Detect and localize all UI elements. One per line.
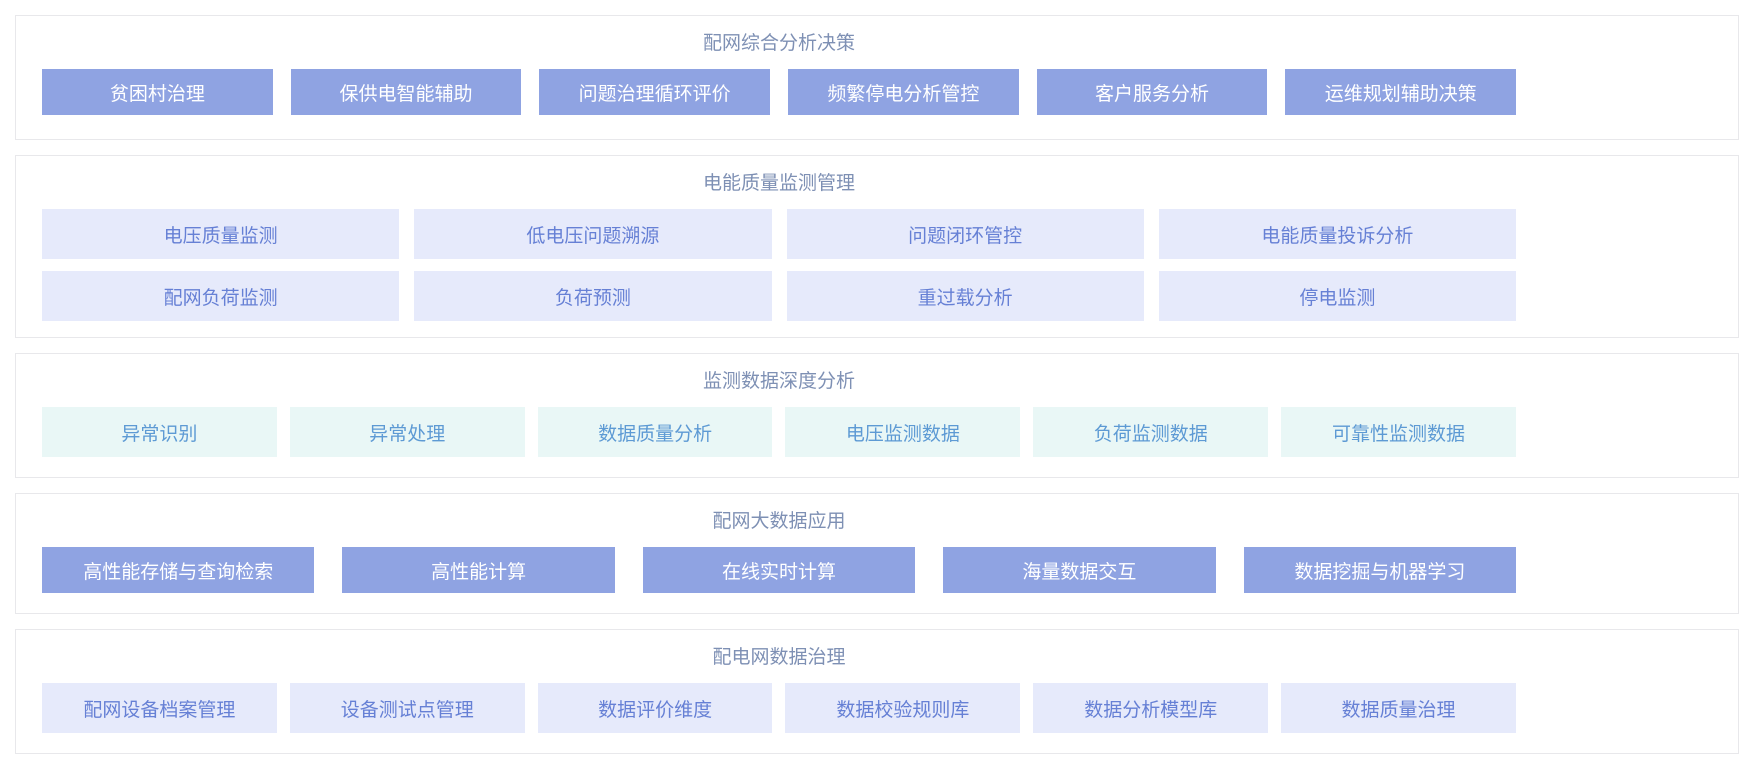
section-title: 配网大数据应用 [712,511,846,532]
module-button[interactable]: 运维规划辅助决策 [1285,69,1517,115]
module-button[interactable]: 停电监测 [1158,271,1516,321]
button-row: 贫困村治理保供电智能辅助问题治理循环评价频繁停电分析管控客户服务分析运维规划辅助… [42,69,1517,115]
panel-content: 配电网数据治理配网设备档案管理设备测试点管理数据评价维度数据校验规则库数据分析模… [42,640,1516,733]
section-title: 配网综合分析决策 [702,33,855,54]
module-button[interactable]: 异常识别 [42,407,277,457]
module-button[interactable]: 电压监测数据 [785,407,1021,457]
panel-content: 监测数据深度分析异常识别异常处理数据质量分析电压监测数据负荷监测数据可靠性监测数… [42,364,1516,457]
button-row: 高性能存储与查询检索高性能计算在线实时计算海量数据交互数据挖掘与机器学习 [42,547,1517,593]
section-title: 电能质量监测管理 [702,173,855,194]
module-button[interactable]: 数据校验规则库 [785,683,1021,733]
module-button[interactable]: 问题治理循环评价 [539,69,771,115]
module-button[interactable]: 设备测试点管理 [289,683,525,733]
button-row: 配网负荷监测负荷预测重过载分析停电监测 [42,271,1516,321]
section-panel-1: 配网综合分析决策贫困村治理保供电智能辅助问题治理循环评价频繁停电分析管控客户服务… [15,15,1739,140]
module-button[interactable]: 保供电智能辅助 [290,69,522,115]
module-button[interactable]: 数据质量分析 [537,407,773,457]
module-button[interactable]: 海量数据交互 [943,547,1216,593]
module-button[interactable]: 高性能存储与查询检索 [42,547,315,593]
module-button[interactable]: 高性能计算 [342,547,615,593]
module-button[interactable]: 数据质量治理 [1281,683,1516,733]
module-button[interactable]: 数据挖掘与机器学习 [1243,547,1517,593]
module-button[interactable]: 可靠性监测数据 [1281,407,1516,457]
module-button[interactable]: 贫困村治理 [42,69,273,115]
section-title: 配电网数据治理 [712,647,846,668]
module-button[interactable]: 在线实时计算 [642,547,916,593]
module-button[interactable]: 负荷监测数据 [1033,407,1269,457]
section-panel-5: 配电网数据治理配网设备档案管理设备测试点管理数据评价维度数据校验规则库数据分析模… [15,629,1739,754]
section-title: 监测数据深度分析 [702,371,855,392]
section-panel-4: 配网大数据应用高性能存储与查询检索高性能计算在线实时计算海量数据交互数据挖掘与机… [15,493,1739,614]
module-button[interactable]: 配网设备档案管理 [42,683,277,733]
module-button[interactable]: 负荷预测 [414,271,772,321]
section-panel-2: 电能质量监测管理电压质量监测低电压问题溯源问题闭环管控电能质量投诉分析配网负荷监… [15,155,1739,338]
module-button[interactable]: 频繁停电分析管控 [788,69,1019,115]
button-row: 异常识别异常处理数据质量分析电压监测数据负荷监测数据可靠性监测数据 [42,407,1516,457]
button-row: 配网设备档案管理设备测试点管理数据评价维度数据校验规则库数据分析模型库数据质量治… [42,683,1516,733]
section-panel-3: 监测数据深度分析异常识别异常处理数据质量分析电压监测数据负荷监测数据可靠性监测数… [15,353,1739,478]
module-button[interactable]: 重过载分析 [786,271,1144,321]
module-button[interactable]: 低电压问题溯源 [414,209,772,259]
module-button[interactable]: 问题闭环管控 [786,209,1144,259]
module-button[interactable]: 配网负荷监测 [42,271,400,321]
module-button[interactable]: 电压质量监测 [42,209,400,259]
module-button[interactable]: 电能质量投诉分析 [1158,209,1516,259]
panel-content: 配网综合分析决策贫困村治理保供电智能辅助问题治理循环评价频繁停电分析管控客户服务… [42,26,1517,115]
module-button[interactable]: 数据评价维度 [537,683,773,733]
panel-content: 配网大数据应用高性能存储与查询检索高性能计算在线实时计算海量数据交互数据挖掘与机… [42,504,1517,593]
module-button[interactable]: 异常处理 [289,407,525,457]
module-button[interactable]: 客户服务分析 [1036,69,1268,115]
button-row: 电压质量监测低电压问题溯源问题闭环管控电能质量投诉分析 [42,209,1516,259]
module-button[interactable]: 数据分析模型库 [1033,683,1269,733]
panel-content: 电能质量监测管理电压质量监测低电压问题溯源问题闭环管控电能质量投诉分析配网负荷监… [42,166,1516,321]
